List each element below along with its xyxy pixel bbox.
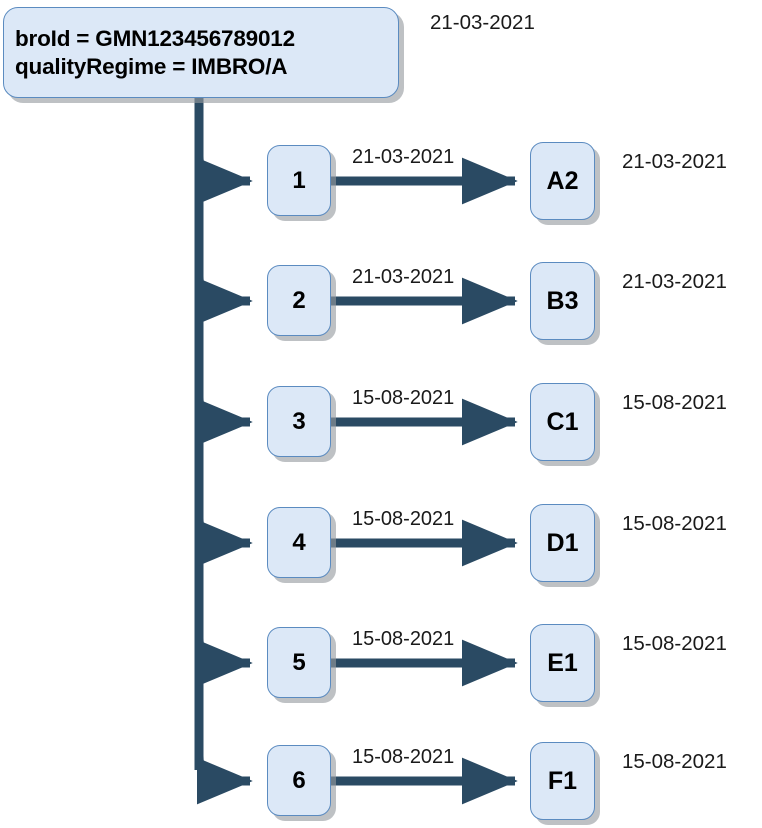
branch-arrow-4 [194,517,253,567]
source-node-1-label: 1 [292,166,306,194]
source-node-2[interactable]: 2 [267,265,331,336]
target-node-d1-label: D1 [546,528,579,557]
target-date-label-5: 15-08-2021 [622,632,727,655]
edge-date-label-4: 15-08-2021 [352,508,455,530]
root-date-label: 21-03-2021 [430,11,535,34]
edge-date-label-6: 15-08-2021 [352,746,455,768]
edge-date-label-2: 21-03-2021 [352,266,455,288]
source-node-3[interactable]: 3 [267,386,331,457]
branch-arrow-3 [194,396,253,446]
target-date-label-4: 15-08-2021 [622,512,727,535]
source-node-5[interactable]: 5 [267,627,331,698]
target-date-label-3: 15-08-2021 [622,391,727,414]
target-node-a2-label: A2 [546,166,579,195]
root-node[interactable]: broId = GMN123456789012 qualityRegime = … [3,7,399,98]
source-node-1[interactable]: 1 [267,145,331,216]
edge-date-label-5: 15-08-2021 [352,628,455,650]
edge-date-label-3: 15-08-2021 [352,387,455,409]
target-node-c1[interactable]: C1 [530,383,595,461]
target-node-d1[interactable]: D1 [530,504,595,582]
root-node-label: broId = GMN123456789012 qualityRegime = … [15,26,295,79]
target-date-label-6: 15-08-2021 [622,750,727,773]
target-node-e1-label: E1 [547,648,578,677]
target-date-label-1: 21-03-2021 [622,150,727,173]
edge-date-label-1: 21-03-2021 [352,146,455,168]
source-node-6[interactable]: 6 [267,745,331,816]
source-node-3-label: 3 [292,407,306,435]
source-node-2-label: 2 [292,286,306,314]
branch-arrow-6 [194,755,253,805]
source-node-4-label: 4 [292,528,306,556]
target-node-b3[interactable]: B3 [530,262,595,340]
target-node-e1[interactable]: E1 [530,624,595,702]
target-node-a2[interactable]: A2 [530,142,595,220]
source-node-6-label: 6 [292,766,306,794]
source-node-5-label: 5 [292,648,306,676]
branch-arrow-1 [194,155,253,205]
target-date-label-2: 21-03-2021 [622,270,727,293]
source-node-4[interactable]: 4 [267,507,331,578]
branch-arrow-2 [194,275,253,325]
target-node-f1[interactable]: F1 [530,742,595,820]
target-node-b3-label: B3 [546,286,579,315]
target-node-f1-label: F1 [547,766,578,795]
target-node-c1-label: C1 [546,407,579,436]
branch-arrow-5 [194,637,253,687]
